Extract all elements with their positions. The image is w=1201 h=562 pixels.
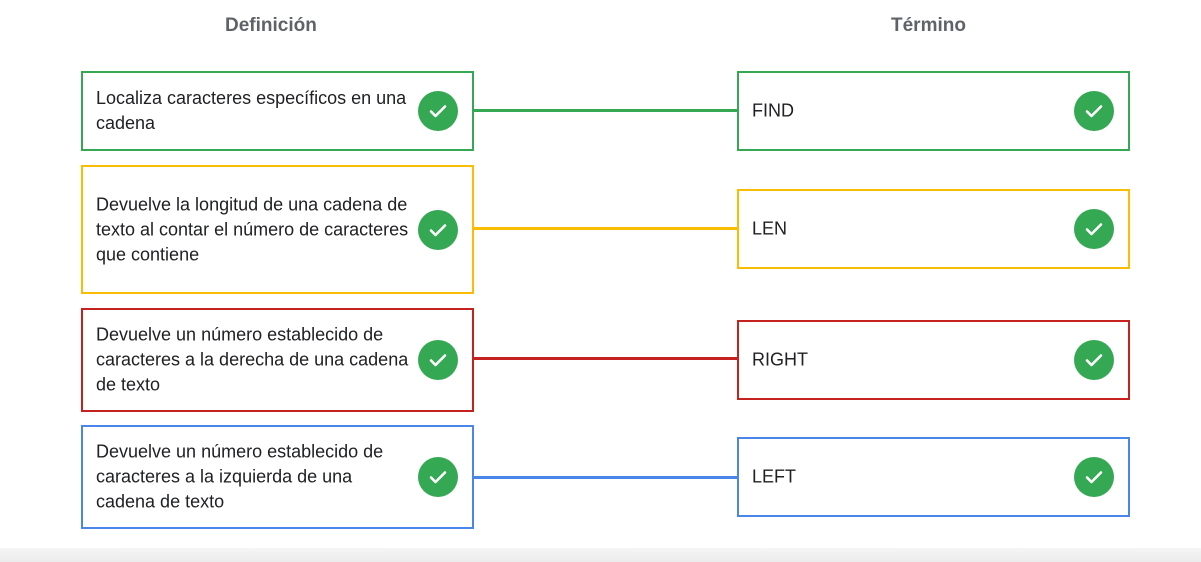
check-icon: [418, 340, 458, 380]
definition-text: Devuelve un número establecido de caract…: [96, 441, 384, 512]
match-connector-len: [474, 227, 738, 230]
check-icon: [418, 91, 458, 131]
term-column-header: Término: [891, 15, 966, 36]
term-card-len[interactable]: LEN: [737, 189, 1130, 269]
check-icon: [418, 209, 458, 250]
term-text: LEN: [752, 218, 788, 239]
check-icon: [1074, 209, 1114, 249]
definition-card-len[interactable]: Devuelve la longitud de una cadena de te…: [81, 165, 474, 294]
definition-card-find[interactable]: Localiza caracteres específicos en una c…: [81, 71, 474, 151]
definition-card-right[interactable]: Devuelve un número establecido de caract…: [81, 308, 474, 412]
term-text: LEFT: [752, 466, 797, 487]
match-connector-left: [474, 476, 738, 479]
definition-column-header: Definición: [225, 15, 317, 36]
check-icon: [418, 457, 458, 497]
term-card-left[interactable]: LEFT: [737, 437, 1130, 517]
term-text: RIGHT: [752, 349, 808, 370]
match-connector-find: [474, 109, 738, 112]
check-icon: [1074, 457, 1114, 497]
definition-text: Localiza caracteres específicos en una c…: [96, 88, 407, 133]
check-icon: [1074, 91, 1114, 131]
match-connector-right: [474, 357, 738, 360]
definition-card-left[interactable]: Devuelve un número establecido de caract…: [81, 425, 474, 529]
term-card-right[interactable]: RIGHT: [737, 320, 1130, 400]
definition-text: Devuelve la longitud de una cadena de te…: [96, 194, 409, 264]
term-text: FIND: [752, 100, 794, 121]
bottom-divider: [0, 548, 1201, 562]
term-card-find[interactable]: FIND: [737, 71, 1130, 151]
check-icon: [1074, 340, 1114, 380]
definition-text: Devuelve un número establecido de caract…: [96, 324, 409, 395]
